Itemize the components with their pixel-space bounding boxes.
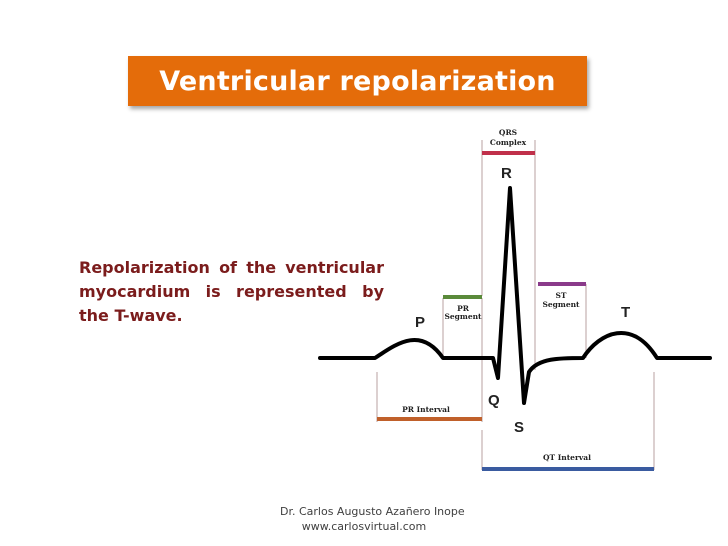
footer-website[interactable]: www.carlosvirtual.com [301,520,427,533]
pr-interval-label: PR Interval [402,405,450,414]
pr-segment-label-line2: Segment [444,312,482,321]
r-wave-label: R [501,165,512,182]
footer-credit: Dr. Carlos Augusto Azañero Inope www.car… [280,504,465,534]
t-wave-label: T [621,304,630,321]
body-paragraph: Repolarization of the ventricular myocar… [79,258,384,325]
slide-title: Ventricular repolarization [159,65,556,97]
st-segment-label-line2: Segment [542,300,580,309]
qrs-label-line1: QRS [499,128,517,137]
ecg-trace [318,186,712,405]
qt-interval-label: QT Interval [543,453,591,462]
qrs-label-line2: Complex [490,138,527,147]
pr-segment-label-line1: PR [457,304,470,313]
s-wave-label: S [514,419,524,436]
st-segment-label-line1: ST [556,291,567,300]
title-banner: Ventricular repolarization [128,56,587,106]
p-wave-label: P [415,314,425,331]
q-wave-label: Q [488,392,500,409]
footer-author: Dr. Carlos Augusto Azañero Inope [280,505,465,518]
